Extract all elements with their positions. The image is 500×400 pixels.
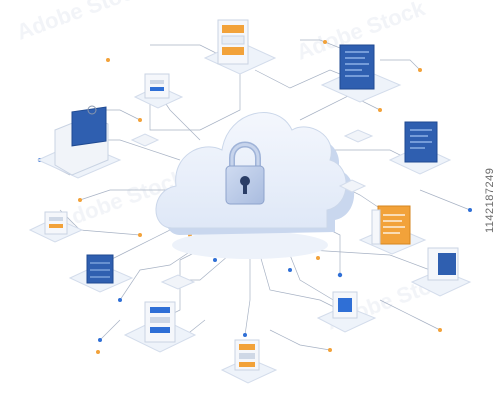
server-icon <box>410 247 472 297</box>
storage-box-icon <box>133 73 184 109</box>
server-rack-icon <box>123 301 197 353</box>
svg-text:Adobe Stock: Adobe Stock <box>13 0 149 45</box>
desktop-icon <box>36 105 122 179</box>
padlock-icon <box>225 141 265 205</box>
monitor-icon <box>388 121 452 175</box>
stock-id-label: 1142187249 <box>484 167 496 233</box>
document-icon <box>358 205 427 255</box>
small-pads <box>130 129 374 290</box>
server-rack-icon <box>203 19 277 75</box>
monitor-icon <box>320 44 402 103</box>
storage-box-icon <box>28 211 84 243</box>
server-icon <box>68 254 134 293</box>
storage-box-icon <box>316 291 377 333</box>
server-rack-icon <box>220 339 278 384</box>
